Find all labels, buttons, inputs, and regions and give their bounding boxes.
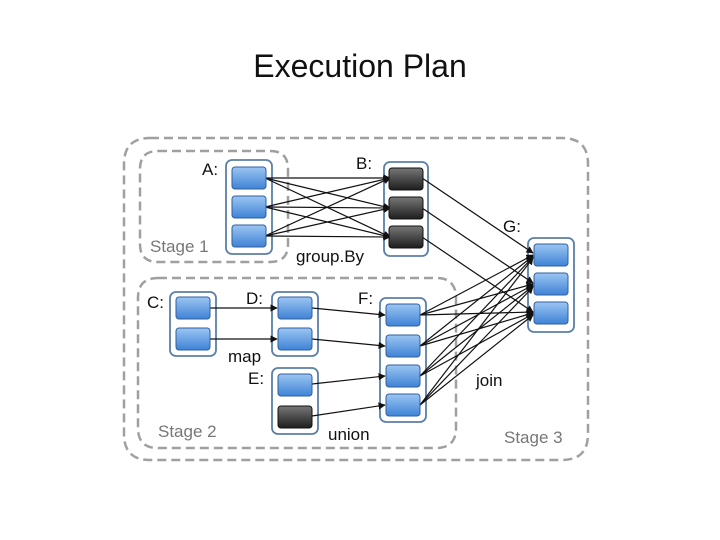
stage-2-outline [136, 276, 458, 450]
partition [277, 296, 313, 320]
dataset-f-box [379, 297, 427, 423]
dataset-g-label: G: [503, 217, 521, 236]
partition [277, 327, 313, 351]
stage-1-outline [138, 149, 290, 264]
slide-title: Execution Plan [253, 48, 467, 84]
operation-union-label: union [328, 425, 370, 444]
dataset-d-label: D: [246, 289, 263, 308]
stage-1-label: Stage 1 [150, 237, 209, 256]
partition [231, 166, 267, 190]
partition [175, 296, 211, 320]
partition [385, 334, 421, 358]
dataset-g-partitions [533, 243, 569, 325]
partition [231, 224, 267, 248]
stage-3-label: Stage 3 [504, 428, 563, 447]
dataset-b-label: B: [356, 154, 372, 173]
operation-groupby-label: group.By [296, 247, 365, 266]
partition [231, 195, 267, 219]
union-arrows [311, 307, 386, 417]
dataset-a-label: A: [202, 160, 218, 179]
partition-cached [388, 167, 424, 191]
partition [385, 364, 421, 388]
partition-cached [388, 196, 424, 220]
partition [533, 243, 569, 267]
stage-2-label: Stage 2 [158, 422, 217, 441]
map-arrows [210, 304, 278, 343]
partition [277, 373, 313, 397]
dataset-d-partitions [277, 296, 313, 351]
partition [175, 327, 211, 351]
join-arrows-from-f [419, 254, 534, 406]
partition [533, 301, 569, 325]
dataset-f-partitions [385, 303, 421, 417]
dataset-f-label: F: [358, 289, 373, 308]
dataset-e-label: E: [248, 369, 264, 388]
partition-cached [277, 405, 313, 429]
operation-map-label: map [228, 347, 261, 366]
partition-cached [388, 225, 424, 249]
dataset-b-partitions [388, 167, 424, 249]
partition [385, 303, 421, 327]
stage-3-outline [122, 136, 590, 462]
dataset-e-partitions [277, 373, 313, 429]
groupby-arrows [264, 174, 391, 241]
dataset-c-label: C: [147, 293, 164, 312]
operation-join-label: join [475, 371, 502, 390]
dataset-a-partitions [231, 166, 267, 248]
partition [533, 272, 569, 296]
partition [385, 393, 421, 417]
join-arrows-from-b [421, 177, 534, 313]
dataset-c-partitions [175, 296, 211, 351]
